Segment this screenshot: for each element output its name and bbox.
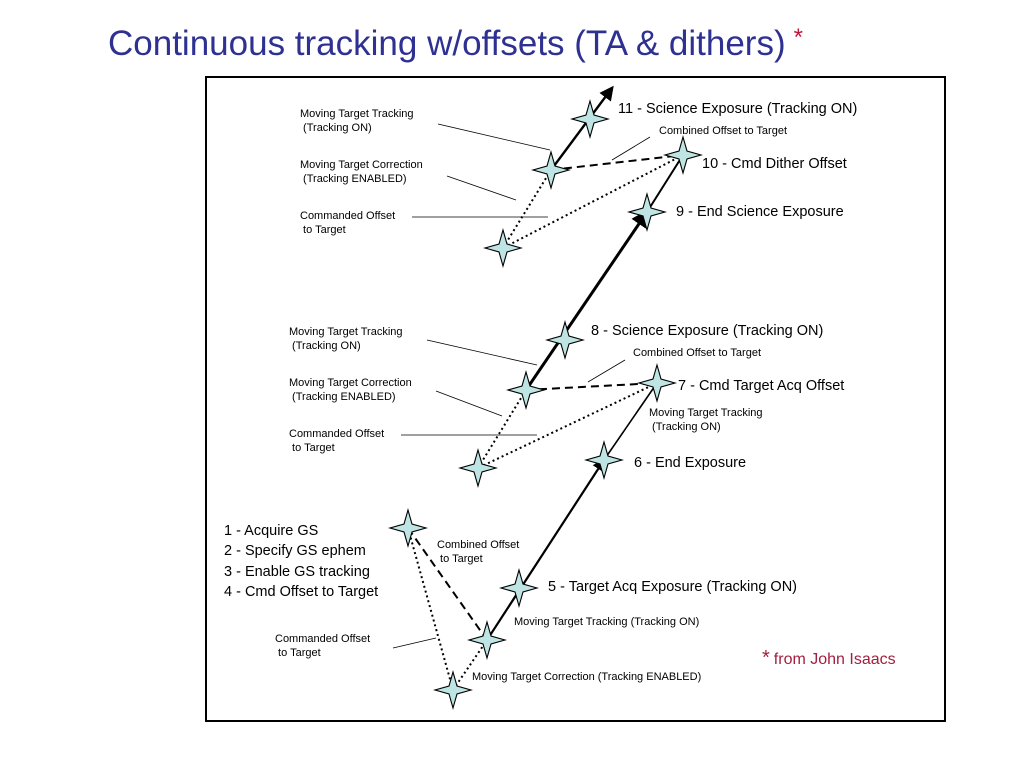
title-asterisk: *: [793, 24, 803, 51]
four-point-star-icon: [387, 507, 429, 549]
label-step-9: 9 - End Science Exposure: [676, 204, 844, 220]
label-mid-moving-target-tracking: Moving Target Tracking (Tracking ON): [289, 326, 403, 352]
label-top-moving-target-correction: Moving Target Correction (Tracking ENABL…: [300, 159, 423, 185]
four-point-star-icon: [457, 447, 499, 489]
label-top-commanded-offset: Commanded Offset to Target: [300, 210, 396, 236]
combined-offset-bottom: [407, 527, 488, 641]
leader-lines: [392, 123, 651, 649]
label-mid-moving-target-tracking-right: Moving Target Tracking (Tracking ON): [649, 407, 763, 433]
track-line-6-to-7: [603, 382, 658, 461]
four-point-star-icon: [505, 369, 547, 411]
label-step-5: 5 - Target Acq Exposure (Tracking ON): [548, 579, 798, 595]
label-top-combined-offset: Combined Offset to Target: [659, 125, 787, 137]
combined-offset-mid: [525, 382, 658, 391]
four-point-star-icon: [544, 319, 586, 361]
label-bottom-moving-target-correction: Moving Target Correction (Tracking ENABL…: [472, 671, 702, 683]
track-line-9-to-10: [646, 154, 684, 213]
diagram-frame: [205, 76, 946, 722]
label-step-8: 8 - Science Exposure (Tracking ON): [591, 323, 824, 339]
correction-line-bottom: [452, 639, 488, 691]
label-top-moving-target-tracking: Moving Target Tracking (Tracking ON): [300, 108, 414, 134]
correction-line-mid: [477, 389, 527, 469]
label-step-11: 11 - Science Exposure (Tracking ON): [618, 101, 858, 117]
track-line-11: [550, 85, 614, 171]
four-point-star-icon: [432, 669, 474, 711]
label-steps-1-to-4: 1 - Acquire GS 2 - Specify GS ephem 3 - …: [224, 523, 379, 600]
label-step-10: 10 - Cmd Dither Offset: [702, 156, 847, 172]
commanded-offset-bottom: [407, 527, 454, 691]
label-mid-commanded-offset: Commanded Offset to Target: [289, 428, 385, 454]
label-step-6: 6 - End Exposure: [634, 455, 747, 471]
correction-line-top: [502, 169, 552, 249]
credit-asterisk: *: [762, 647, 770, 669]
four-point-star-icon: [498, 567, 540, 609]
star-markers: [387, 98, 704, 711]
label-bottom-moving-target-tracking: Moving Target Tracking (Tracking ON): [514, 616, 700, 628]
combined-offset-top: [550, 154, 684, 171]
label-mid-combined-offset: Combined Offset to Target: [633, 347, 761, 359]
commanded-offset-mid: [477, 382, 658, 469]
four-point-star-icon: [626, 191, 668, 233]
four-point-star-icon: [530, 149, 572, 191]
four-point-star-icon: [466, 619, 508, 661]
four-point-star-icon: [569, 98, 611, 140]
page-title: Continuous tracking w/offsets (TA & dith…: [108, 24, 803, 63]
four-point-star-icon: [662, 134, 704, 176]
label-bottom-combined-offset: Combined Offset to Target: [437, 539, 520, 565]
label-step-7: 7 - Cmd Target Acq Offset: [678, 378, 845, 394]
four-point-star-icon: [482, 227, 524, 269]
credit-note: *from John Isaacs: [762, 647, 896, 669]
track-line-8-to-9: [524, 209, 650, 391]
label-mid-moving-target-correction: Moving Target Correction (Tracking ENABL…: [289, 377, 412, 403]
track-line-5-to-6: [486, 457, 606, 641]
label-bottom-commanded-offset: Commanded Offset to Target: [275, 633, 371, 659]
four-point-star-icon: [636, 362, 678, 404]
commanded-offset-top: [502, 154, 684, 249]
four-point-star-icon: [583, 439, 625, 481]
